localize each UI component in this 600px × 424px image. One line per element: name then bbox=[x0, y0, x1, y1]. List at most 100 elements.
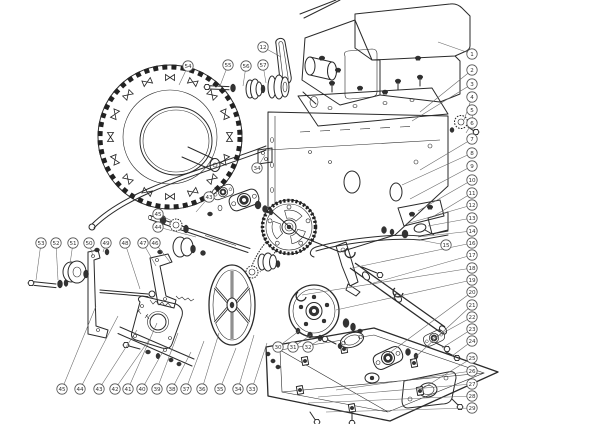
circlip-2 bbox=[295, 291, 307, 302]
callout-4: 4 bbox=[466, 91, 478, 103]
leader-line-21 bbox=[409, 304, 473, 363]
frame bbox=[88, 74, 480, 253]
callout-45: 45 bbox=[152, 208, 164, 220]
callout-51: 51 bbox=[67, 237, 79, 249]
svg-text:38: 38 bbox=[168, 387, 176, 393]
leader-line-1 bbox=[437, 41, 473, 55]
svg-text:17: 17 bbox=[468, 253, 476, 259]
callout-32: 32 bbox=[302, 341, 314, 353]
leader-line-41 bbox=[127, 322, 158, 390]
callout-6: 6 bbox=[466, 117, 478, 129]
svg-text:1: 1 bbox=[470, 52, 474, 58]
engine bbox=[299, 0, 471, 108]
spring bbox=[149, 299, 173, 309]
callout-12: 12 bbox=[466, 199, 478, 211]
callout-26: 26 bbox=[466, 365, 478, 377]
spokes bbox=[214, 271, 250, 339]
callout-15: 15 bbox=[440, 239, 452, 251]
callout-17: 17 bbox=[466, 249, 478, 261]
svg-text:44: 44 bbox=[76, 387, 84, 393]
svg-text:42: 42 bbox=[111, 387, 118, 393]
bearing-flange-lower bbox=[370, 343, 406, 373]
callout-52: 52 bbox=[50, 237, 62, 249]
callout-46: 46 bbox=[149, 237, 161, 249]
leader-line-42 bbox=[114, 339, 150, 390]
leader-line-7 bbox=[419, 138, 473, 171]
callout-9: 9 bbox=[466, 160, 478, 172]
svg-text:9: 9 bbox=[470, 164, 474, 170]
leader-line-44 bbox=[157, 226, 197, 238]
leader-line-19 bbox=[335, 279, 473, 311]
svg-text:39: 39 bbox=[153, 387, 161, 393]
svg-text:37: 37 bbox=[182, 387, 190, 393]
svg-text:20: 20 bbox=[468, 290, 476, 296]
svg-text:12: 12 bbox=[468, 203, 475, 209]
svg-text:56: 56 bbox=[242, 64, 250, 70]
svg-text:7: 7 bbox=[470, 137, 474, 143]
axle-assembly bbox=[295, 223, 461, 362]
callout-16: 16 bbox=[466, 237, 478, 249]
svg-text:33: 33 bbox=[248, 387, 256, 393]
svg-text:45: 45 bbox=[154, 212, 162, 218]
svg-text:32: 32 bbox=[304, 345, 311, 351]
leader-line-25 bbox=[419, 357, 473, 391]
svg-text:40: 40 bbox=[138, 387, 146, 393]
leader-line-23 bbox=[441, 328, 473, 349]
svg-text:27: 27 bbox=[468, 382, 476, 388]
callout-21: 21 bbox=[466, 299, 478, 311]
svg-text:5: 5 bbox=[470, 108, 474, 114]
callout-44: 44 bbox=[152, 221, 164, 233]
svg-text:49: 49 bbox=[102, 241, 110, 247]
svg-text:12: 12 bbox=[259, 45, 266, 51]
callout-25: 25 bbox=[466, 352, 478, 364]
lower-bracket bbox=[397, 199, 445, 227]
leader-line-33 bbox=[251, 342, 268, 390]
frame-side-bracket bbox=[257, 147, 273, 165]
leader-line-53 bbox=[35, 242, 42, 281]
leader-line-26 bbox=[335, 370, 473, 391]
leader-line-16 bbox=[351, 242, 473, 269]
flange-bearing-upper-2 bbox=[210, 182, 236, 202]
leader-line-48 bbox=[124, 242, 141, 290]
callout-1: 1 bbox=[466, 48, 478, 60]
callout-54: 54 bbox=[182, 60, 194, 72]
callout-11: 11 bbox=[466, 187, 478, 199]
road-wheel bbox=[208, 264, 256, 346]
mount-plate bbox=[297, 87, 449, 127]
leader-line-39 bbox=[156, 332, 179, 390]
svg-text:48: 48 bbox=[121, 241, 129, 247]
svg-text:44: 44 bbox=[154, 225, 162, 231]
brake-drum bbox=[288, 284, 363, 342]
drive-shaft bbox=[148, 204, 251, 258]
sprocket-hardware bbox=[254, 200, 281, 272]
callout-18: 18 bbox=[466, 262, 478, 274]
leader-line-38 bbox=[171, 351, 192, 390]
svg-text:53: 53 bbox=[37, 241, 45, 247]
svg-text:15: 15 bbox=[442, 243, 450, 249]
callout-49: 49 bbox=[100, 237, 112, 249]
callout-41: 41 bbox=[122, 383, 134, 395]
belly-pan bbox=[265, 327, 499, 424]
circlip bbox=[344, 247, 356, 259]
leader-line-28 bbox=[307, 395, 473, 404]
leader-line-17 bbox=[369, 254, 473, 285]
frame-panel bbox=[267, 111, 449, 253]
leader-line-20 bbox=[387, 291, 473, 355]
callout-5: 5 bbox=[466, 104, 478, 116]
callout-31: 31 bbox=[287, 341, 299, 353]
callout-55: 55 bbox=[222, 59, 234, 71]
svg-text:13: 13 bbox=[468, 216, 476, 222]
idler-bracket bbox=[87, 249, 109, 339]
callout-24: 24 bbox=[466, 335, 478, 347]
leader-line-44 bbox=[79, 315, 119, 390]
svg-text:47: 47 bbox=[139, 241, 147, 247]
leader-line-22 bbox=[431, 316, 473, 340]
svg-text:51: 51 bbox=[69, 241, 77, 247]
svg-text:45: 45 bbox=[58, 387, 66, 393]
svg-text:8: 8 bbox=[470, 151, 474, 157]
leader-line-29 bbox=[325, 407, 473, 413]
small-sprocket bbox=[245, 265, 259, 279]
callout-42: 42 bbox=[109, 383, 121, 395]
callout-39: 39 bbox=[151, 383, 163, 395]
leader-line-8 bbox=[401, 152, 473, 186]
